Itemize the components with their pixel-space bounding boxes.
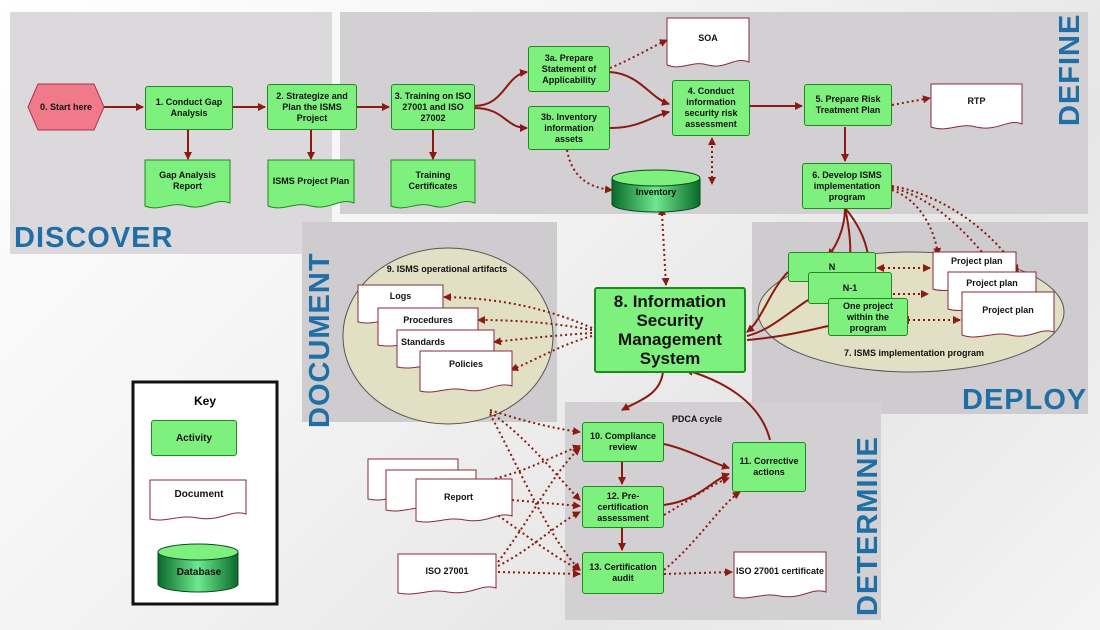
inventory-assets-node: 3b. Inventory information assets — [528, 106, 610, 150]
compliance-review-node: 10. Compliance review — [582, 422, 664, 462]
start-node: 0. Start here — [39, 101, 93, 112]
key-database-shape — [157, 543, 239, 593]
start-shape — [27, 83, 105, 131]
program-title: 7. ISMS implementation program — [843, 347, 985, 358]
discover-label: DISCOVER — [14, 222, 174, 254]
training-certs-label: Training Certificates — [408, 170, 458, 191]
inventory-db-shape — [611, 169, 701, 213]
isms-plan-label: ISMS Project Plan — [272, 175, 350, 186]
key-activity: Activity — [151, 420, 237, 456]
doc-soa-shape — [666, 17, 750, 68]
strategize-node: 2. Strategize and Plan the ISMS Project — [267, 84, 357, 130]
doc-isms-plan-shape — [267, 159, 355, 209]
artifacts-title: 9. ISMS operational artifacts — [386, 263, 508, 274]
project-plan-1-label: Project plan — [951, 255, 1003, 266]
doc-iso-cert-shape — [733, 551, 827, 599]
policies-label: Policies — [448, 358, 484, 369]
key-title: Key — [193, 394, 216, 408]
doc-project-plan-3-shape — [961, 291, 1055, 338]
discover-panel — [10, 12, 332, 254]
key-database-label: Database — [176, 566, 222, 578]
logs-label: Logs — [389, 290, 412, 301]
corrective-node: 11. Corrective actions — [732, 442, 806, 492]
standards-label: Standards — [401, 336, 446, 347]
key-document-label: Document — [174, 488, 224, 500]
doc-gap-report-shape — [144, 159, 231, 209]
procedures-label: Procedures — [403, 314, 453, 325]
rtp-label: RTP — [967, 95, 986, 106]
key-document-shape — [149, 479, 247, 521]
iso-cert-label: ISO 27001 certificate — [735, 565, 825, 576]
isms-node: 8. Information Security Management Syste… — [594, 287, 746, 373]
prepare-soa-node: 3a. Prepare Statement of Applicability — [528, 46, 610, 92]
report-label: Report — [444, 491, 473, 502]
cert-audit-node: 13. Certification audit — [582, 552, 664, 594]
project-plan-3-label: Project plan — [982, 304, 1034, 315]
pdca-title: PDCA cycle — [671, 413, 723, 424]
develop-program-node: 6. Develop ISMS implementation program — [802, 163, 892, 209]
doc-report-shape — [415, 478, 513, 523]
doc-policies-shape — [419, 350, 513, 393]
key-panel: Key Activity Document Database — [133, 382, 277, 604]
doc-iso27001-shape — [397, 553, 497, 595]
doc-rtp-shape — [930, 83, 1023, 130]
risk-treatment-node: 5. Prepare Risk Treatment Plan — [804, 84, 892, 126]
project-one-node: One project within the program — [828, 298, 908, 336]
project-plan-2-label: Project plan — [966, 277, 1018, 288]
inventory-db-label: Inventory — [635, 186, 677, 197]
risk-assessment-node: 4. Conduct information security risk ass… — [672, 80, 750, 136]
gap-report-label: Gap Analysis Report — [159, 170, 216, 191]
iso27001-label: ISO 27001 — [425, 565, 469, 576]
deploy-label: DEPLOY — [962, 384, 1088, 416]
precert-node: 12. Pre-certification assessment — [582, 486, 664, 528]
gap-analysis-node: 1. Conduct Gap Analysis — [145, 86, 233, 130]
training-node: 3. Training on ISO 27001 and ISO 27002 — [391, 84, 475, 130]
soa-label: SOA — [698, 32, 718, 43]
doc-training-shape — [390, 159, 476, 209]
